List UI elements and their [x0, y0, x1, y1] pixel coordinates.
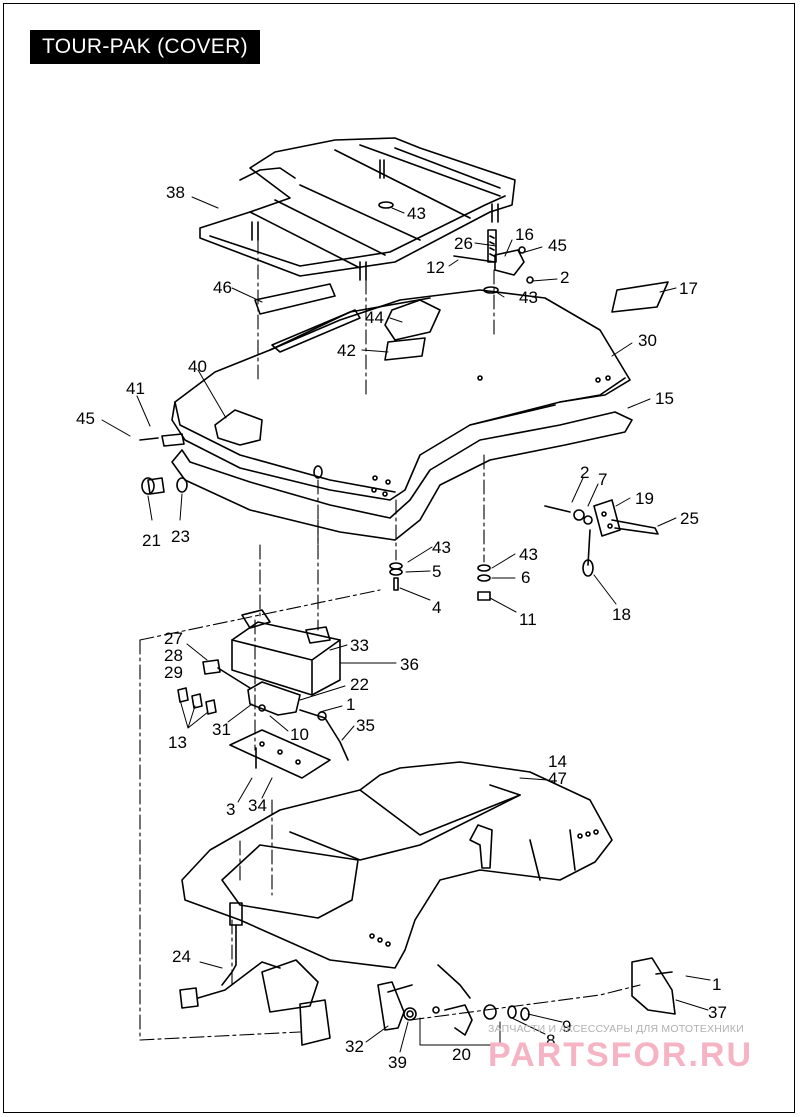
callout-41: 41	[126, 379, 145, 398]
diagram-frame	[3, 3, 795, 1113]
callout-43: 43	[432, 538, 451, 557]
callout-43: 43	[519, 288, 538, 307]
callout-23: 23	[171, 527, 190, 546]
callout-46: 46	[213, 278, 232, 297]
latch-hardware-drawing	[179, 902, 676, 1046]
callout-10: 10	[290, 725, 309, 744]
callout-26: 26	[454, 234, 473, 253]
callout-5: 5	[432, 562, 441, 581]
alignment-lines	[139, 239, 641, 1041]
rack-hardware-drawing	[378, 201, 669, 313]
callout-33: 33	[350, 636, 369, 655]
callout-37: 37	[708, 1003, 727, 1022]
callout-25: 25	[680, 509, 699, 528]
callout-17: 17	[679, 279, 698, 298]
callout-12: 12	[426, 258, 445, 277]
callout-30: 30	[638, 331, 657, 350]
callout-2: 2	[580, 463, 589, 482]
callout-20: 20	[452, 1045, 471, 1064]
callout-38: 38	[166, 183, 185, 202]
callout-24: 24	[172, 947, 191, 966]
callout-1: 1	[346, 695, 355, 714]
electronics-module-drawing	[177, 609, 349, 779]
callout-8: 8	[546, 1031, 555, 1050]
callout-47: 47	[548, 769, 567, 788]
callout-45: 45	[76, 409, 95, 428]
cover-shell-drawing	[171, 283, 631, 501]
callout-6: 6	[521, 568, 530, 587]
diagram-title: TOUR-PAK (COVER)	[30, 30, 260, 64]
luggage-rack-drawing	[199, 137, 516, 281]
callout-31: 31	[212, 720, 231, 739]
callout-21: 21	[142, 531, 161, 550]
callout-44: 44	[365, 308, 384, 327]
callout-9: 9	[562, 1017, 571, 1036]
callout-18: 18	[612, 605, 631, 624]
callout-29: 29	[164, 663, 183, 682]
callout-43: 43	[407, 204, 426, 223]
callout-4: 4	[432, 598, 441, 617]
callout-15: 15	[655, 389, 674, 408]
callout-22: 22	[350, 675, 369, 694]
callout-35: 35	[356, 716, 375, 735]
callout-7: 7	[598, 470, 607, 489]
callout-13: 13	[168, 733, 187, 752]
liner-drawing	[181, 761, 613, 969]
callout-32: 32	[345, 1037, 364, 1056]
callout-11: 11	[519, 610, 537, 629]
watermark-logo-text: PARTSFOR.RU	[488, 1036, 754, 1074]
callout-34: 34	[248, 796, 267, 815]
callout-40: 40	[188, 357, 207, 376]
callout-39: 39	[388, 1053, 407, 1072]
callout-1: 1	[712, 975, 721, 994]
callout-14: 14	[548, 752, 567, 771]
callout-27: 27	[164, 629, 183, 648]
callout-36: 36	[400, 655, 419, 674]
callout-2: 2	[560, 268, 569, 287]
callout-3: 3	[226, 800, 235, 819]
callout-16: 16	[515, 225, 534, 244]
callout-19: 19	[635, 489, 654, 508]
callout-42: 42	[337, 341, 356, 360]
leader-lines	[101, 196, 711, 1053]
watermark-tagline: ЗАПЧАСТИ И АКСЕССУАРЫ ДЛЯ МОТОТЕХНИКИ	[488, 1023, 744, 1035]
seal-drawing	[171, 411, 633, 541]
callout-28: 28	[164, 646, 183, 665]
lock-hardware-drawing	[139, 433, 659, 601]
callout-43: 43	[519, 545, 538, 564]
callout-45: 45	[548, 236, 567, 255]
